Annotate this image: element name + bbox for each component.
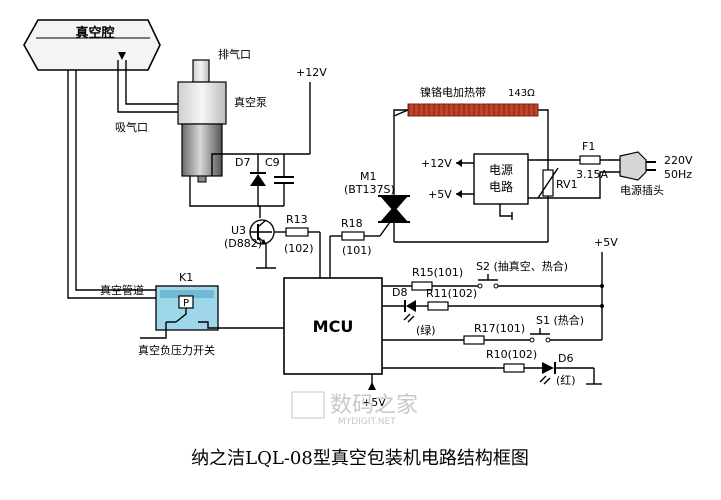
d8-led [406, 300, 416, 312]
d8-label: D8 [392, 286, 407, 299]
d8-color: (绿) [416, 323, 436, 337]
u3-label: U3 [231, 224, 246, 237]
r17-label: R17(101) [474, 322, 525, 335]
rv1-label: RV1 [556, 178, 578, 191]
k1-p: P [183, 298, 189, 309]
suction-arrow [118, 52, 126, 60]
heating-strip [407, 103, 539, 117]
fuse-rating: 3.15A [576, 168, 608, 181]
vacuum-chamber-label: 真空腔 [75, 25, 114, 41]
vacuum-chamber [23, 19, 161, 71]
psu-12v: +12V [421, 157, 452, 170]
r13-label: R13 [286, 213, 308, 226]
mcu-label: MCU [313, 317, 354, 336]
vacuum-pipe-right [75, 70, 160, 291]
r11-resistor [427, 301, 449, 311]
suction-hose-1 [117, 60, 180, 113]
r10-resistor [503, 363, 525, 373]
c9-label: C9 [265, 156, 280, 169]
r17-resistor [463, 335, 485, 345]
r18-value: (101) [342, 244, 372, 257]
vacuum-pump-head [177, 81, 227, 125]
d6-color: (红) [556, 374, 576, 387]
plus12v-top-label: +12V [296, 66, 327, 79]
r18-label: R18 [341, 217, 363, 230]
mcu-chip [283, 277, 383, 375]
heating-resistance: 143Ω [508, 88, 535, 99]
r13-value: (102) [284, 242, 314, 255]
psu-5v: +5V [428, 188, 452, 201]
mains-frequency: 50Hz [664, 168, 692, 181]
d7-diode [250, 174, 266, 186]
diagram-caption: 纳之洁LQL-08型真空包装机电路结构框图 [191, 448, 529, 469]
plug-label: 电源插头 [620, 183, 664, 197]
vacuum-pipe-left [67, 70, 160, 299]
f1-label: F1 [582, 140, 595, 153]
neg-pressure-switch-label: 真空负压力开关 [138, 343, 215, 357]
watermark-url: MYDIGIT.NET [338, 417, 396, 427]
plus5v-right: +5V [594, 236, 618, 249]
k1-label: K1 [179, 271, 193, 284]
suction-hose-2 [125, 60, 180, 105]
r10-label: R10(102) [486, 348, 537, 361]
exhaust-nozzle [192, 59, 210, 83]
power-circuit-box [473, 153, 529, 205]
vacuum-pipe-label: 真空管道 [100, 283, 144, 297]
exhaust-port-label: 排气口 [218, 47, 251, 61]
s1-label: S1 (热合) [536, 313, 584, 327]
power-circuit-label2: 电路 [489, 179, 513, 194]
heating-strip-label: 镍铬电加热带 [420, 85, 486, 99]
u3-part: (D882) [224, 237, 262, 250]
r15-label: R15(101) [412, 266, 463, 279]
s2-label: S2 (抽真空、热合) [476, 259, 568, 273]
suction-port-label: 吸气口 [115, 120, 148, 134]
d6-label: D6 [558, 352, 573, 365]
mcu-5v: +5V [362, 396, 386, 409]
power-circuit-label1: 电源 [489, 163, 513, 177]
d6-led [542, 362, 554, 374]
mains-plug [619, 151, 647, 181]
r13-resistor [285, 227, 309, 237]
f1-fuse [579, 155, 601, 165]
m1-label: M1 [360, 170, 377, 183]
r18-resistor [341, 231, 365, 241]
d7-label: D7 [235, 156, 250, 169]
mains-voltage: 220V [664, 154, 693, 167]
m1-part: (BT137S) [344, 183, 395, 196]
pump-motor [181, 123, 223, 177]
vacuum-pump-label: 真空泵 [234, 95, 267, 109]
watermark-text: 数码之家 [330, 393, 418, 418]
m1-triac [380, 196, 408, 212]
watermark-logo [291, 391, 325, 419]
r11-label: R11(102) [426, 287, 477, 300]
